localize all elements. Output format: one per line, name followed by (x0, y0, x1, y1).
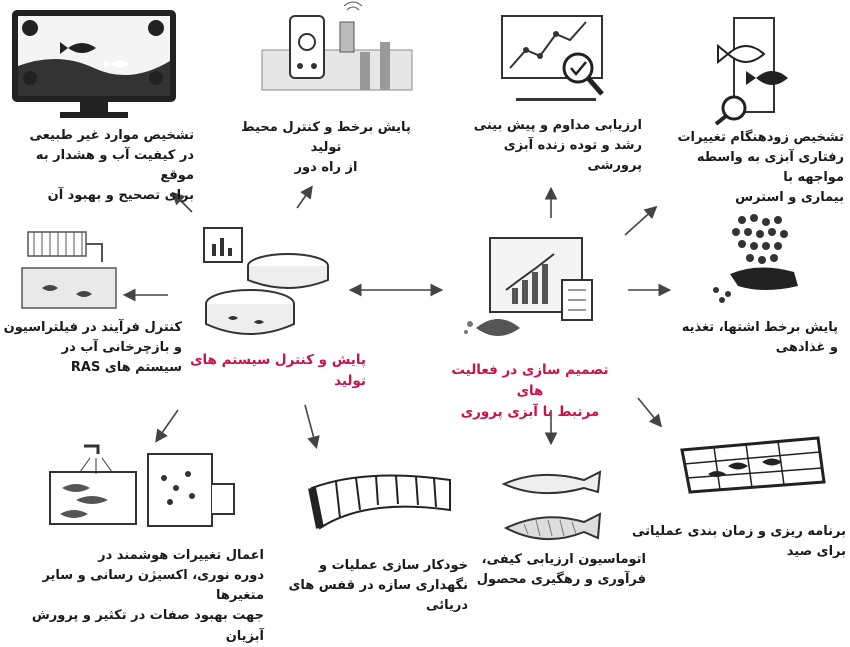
label-harvest-planning: برنامه ریزی و زمان بندی عملیاتی برای صید (632, 524, 846, 560)
fish-fillet-icon (501, 470, 602, 541)
feeding-hand-icon (713, 214, 798, 303)
arrow-to-behavior (624, 205, 658, 236)
label-remote-env: پایش برخط و کنترل محیط تولید از راه دور (241, 120, 411, 176)
label-water-quality: تشخیص موارد غیر طبیعی در کیفیت آب و هشدا… (29, 128, 194, 204)
diagram-canvas: تشخیص موارد غیر طبیعی در کیفیت آب و هشدا… (3, 1, 846, 644)
arrow-to-smart-changes (155, 409, 179, 443)
label-behavior-detection: تشخیص زودهنگام تغییرات رفتاری آبزی به وا… (677, 130, 844, 206)
label-quality-traceability: اتوماسیون ارزیابی کیفی، فرآوری و رهگیری … (476, 552, 646, 588)
label-cage-automation: خودکار سازی عملیات و نگهداری سازه در قفس… (288, 558, 468, 614)
phone-control-icon (261, 1, 413, 91)
arrows-layer (122, 185, 672, 450)
tanks-dashboard-icon (203, 227, 329, 335)
hub-right-title: تصمیم سازی در فعالیت های مرتبط با آبزی پ… (451, 362, 609, 420)
arrow-to-harvest (637, 397, 663, 428)
label-smart-changes: اعمال تغییرات هوشمند در دوره نوری، اکسیژ… (31, 548, 264, 644)
chart-magnifier-icon (501, 15, 604, 101)
arrow-to-cage (304, 404, 320, 450)
hub-left-title: پایش و کنترل سیستم های تولید (190, 352, 366, 389)
sea-cage-icon (308, 474, 451, 530)
arrow-to-water-quality (171, 191, 193, 213)
filtration-tank-icon (21, 231, 117, 309)
arrow-to-remote-env (296, 185, 313, 209)
label-appetite-feeding: پایش برخط اشتها، تغذیه و غذادهی (681, 320, 838, 356)
label-ras-control: کنترل فرآیند در فیلتراسیون و بازچرخانی آ… (3, 320, 182, 376)
label-growth-assessment: ارزیابی مداوم و پیش بینی رشد و توده زنده… (473, 118, 642, 174)
analytics-board-icon (464, 237, 593, 336)
fish-magnifier-icon (714, 17, 788, 126)
tank-sprinkler-icon (49, 444, 235, 527)
monitor-fish-ph-icon (12, 10, 176, 118)
harvest-net-icon (680, 436, 826, 494)
